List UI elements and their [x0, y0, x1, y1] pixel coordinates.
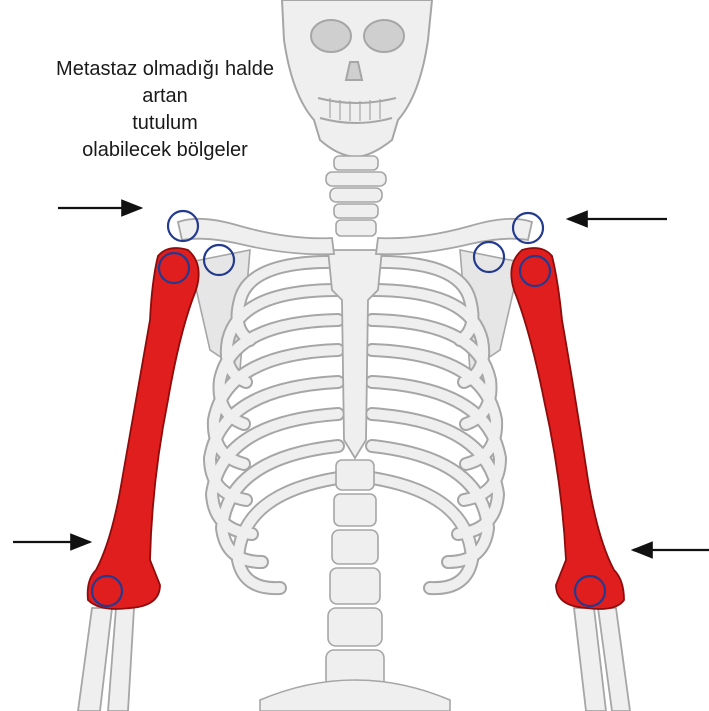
right-humerus: [511, 248, 624, 609]
caption-line-3: tutulum: [20, 110, 310, 137]
left-humerus: [88, 248, 199, 609]
caption-line-4: olabilecek bölgeler: [20, 137, 310, 164]
cervical-spine: [326, 156, 386, 236]
caption: Metastaz olmadığı halde artan tutulum ol…: [20, 56, 310, 164]
caption-line-2: artan: [20, 83, 310, 110]
caption-line-1: Metastaz olmadığı halde: [20, 56, 310, 83]
